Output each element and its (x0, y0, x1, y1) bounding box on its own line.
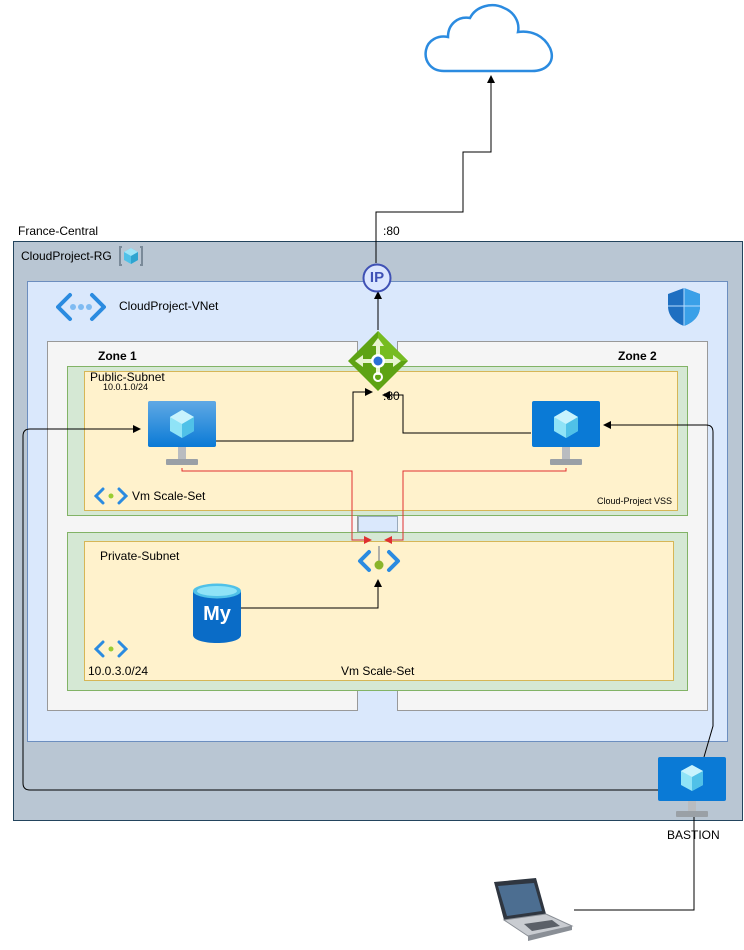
zone-2-label: Zone 2 (618, 349, 657, 363)
zone-1-label: Zone 1 (98, 349, 137, 363)
vm2-to-lb-line (382, 391, 531, 434)
shield-icon (666, 286, 702, 328)
vmss-icon-public (94, 487, 128, 505)
load-balancer-icon (347, 330, 409, 392)
private-vmss-label: Vm Scale-Set (341, 664, 415, 678)
bastion-to-vm2-line (603, 421, 714, 758)
bastion-to-vm1-line (22, 425, 658, 791)
resource-group-icon (118, 245, 144, 267)
db-to-private-line (240, 579, 382, 609)
mysql-database-icon: My (192, 583, 242, 643)
vnet-icon-private (94, 640, 128, 658)
public-ip-icon: IP (362, 263, 392, 293)
vm-2-icon (532, 401, 600, 467)
public-subnet-label: Public-Subnet (90, 370, 165, 384)
private-link-icon (357, 546, 401, 578)
vm1-to-private-line (181, 468, 372, 544)
ip-to-cloud-line (375, 75, 495, 263)
vm2-to-private-line (384, 468, 567, 544)
bastion-label: BASTION (667, 828, 720, 842)
region-label: France-Central (18, 224, 99, 238)
lb-port-label: :80 (383, 389, 400, 403)
vnet-icon (56, 292, 106, 322)
public-ip-badge: IP (369, 269, 385, 286)
laptop-to-bastion-line (574, 807, 698, 911)
private-subnet-label: Private-Subnet (100, 549, 180, 563)
cloud-icon (422, 2, 556, 74)
laptop-icon (494, 878, 574, 942)
vm1-to-lb-line (216, 388, 373, 442)
public-ip-port-label: :80 (383, 224, 400, 238)
resource-group-label: CloudProject-RG (21, 249, 112, 263)
mysql-badge: My (203, 603, 231, 625)
cloud-project-vss-label: Cloud-Project VSS (597, 496, 673, 506)
vnet-label: CloudProject-VNet (119, 299, 219, 313)
public-subnet-cidr: 10.0.1.0/24 (103, 382, 149, 392)
subnet-link-block (358, 516, 398, 532)
vm-1-icon (148, 401, 216, 467)
private-subnet-cidr: 10.0.3.0/24 (88, 664, 149, 678)
public-vmss-label: Vm Scale-Set (132, 489, 206, 503)
bastion-vm-icon[interactable] (658, 757, 726, 817)
